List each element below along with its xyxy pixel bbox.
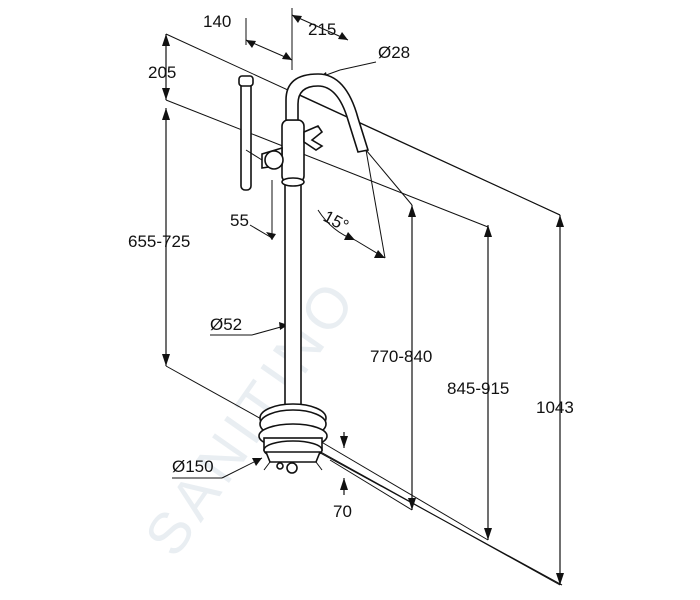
dim-diameter-150: Ø150 [172,457,214,476]
riser-pipe [284,179,302,421]
arrow-heads [162,15,564,585]
watermark: SANITINO [132,266,370,567]
dim-770-840: 770-840 [370,347,432,366]
dim-1043: 1043 [536,398,574,417]
dimension-labels: 140 215 205 Ø28 15° 55 655-725 Ø52 770-8… [128,12,574,521]
dim-70: 70 [333,502,352,521]
spout [285,73,370,153]
dim-140: 140 [203,12,231,31]
dim-205: 205 [148,63,176,82]
hand-shower [240,77,252,191]
dim-845-915: 845-915 [447,379,509,398]
dim-55: 55 [230,211,249,230]
mixer-body [281,119,305,183]
dim-diameter-28: Ø28 [378,43,410,62]
dim-215: 215 [308,20,336,39]
dim-diameter-52: Ø52 [210,315,242,334]
lever-handle [303,125,324,151]
faucet-body [238,73,370,474]
mounting-fitting [264,451,322,463]
dim-15-degree: 15° [320,207,352,236]
dim-655-725: 655-725 [128,232,190,251]
